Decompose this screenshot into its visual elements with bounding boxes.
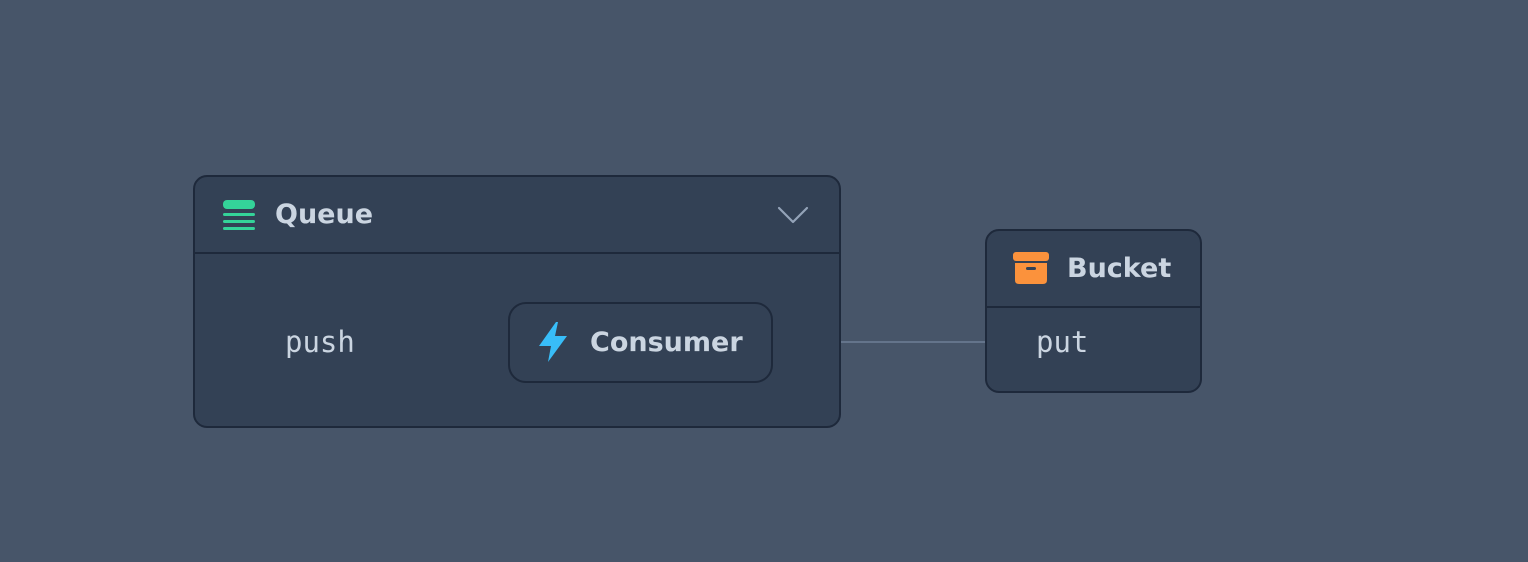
archive-box-icon xyxy=(1013,252,1049,284)
queue-title: Queue xyxy=(275,199,374,230)
chevron-down-icon[interactable] xyxy=(777,205,809,225)
queue-node-header[interactable]: Queue xyxy=(195,177,839,254)
bucket-put-input[interactable]: put xyxy=(1036,325,1089,359)
bucket-node[interactable]: Bucket xyxy=(985,229,1202,393)
bucket-title: Bucket xyxy=(1067,253,1172,284)
queue-push-input[interactable]: push xyxy=(285,325,355,359)
consumer-node[interactable]: Consumer xyxy=(508,302,773,383)
lightning-bolt-icon xyxy=(539,322,567,362)
queue-icon xyxy=(223,200,255,230)
queue-node[interactable]: Queue xyxy=(193,175,841,428)
bucket-node-header[interactable]: Bucket xyxy=(987,231,1200,308)
consumer-title: Consumer xyxy=(590,327,743,358)
